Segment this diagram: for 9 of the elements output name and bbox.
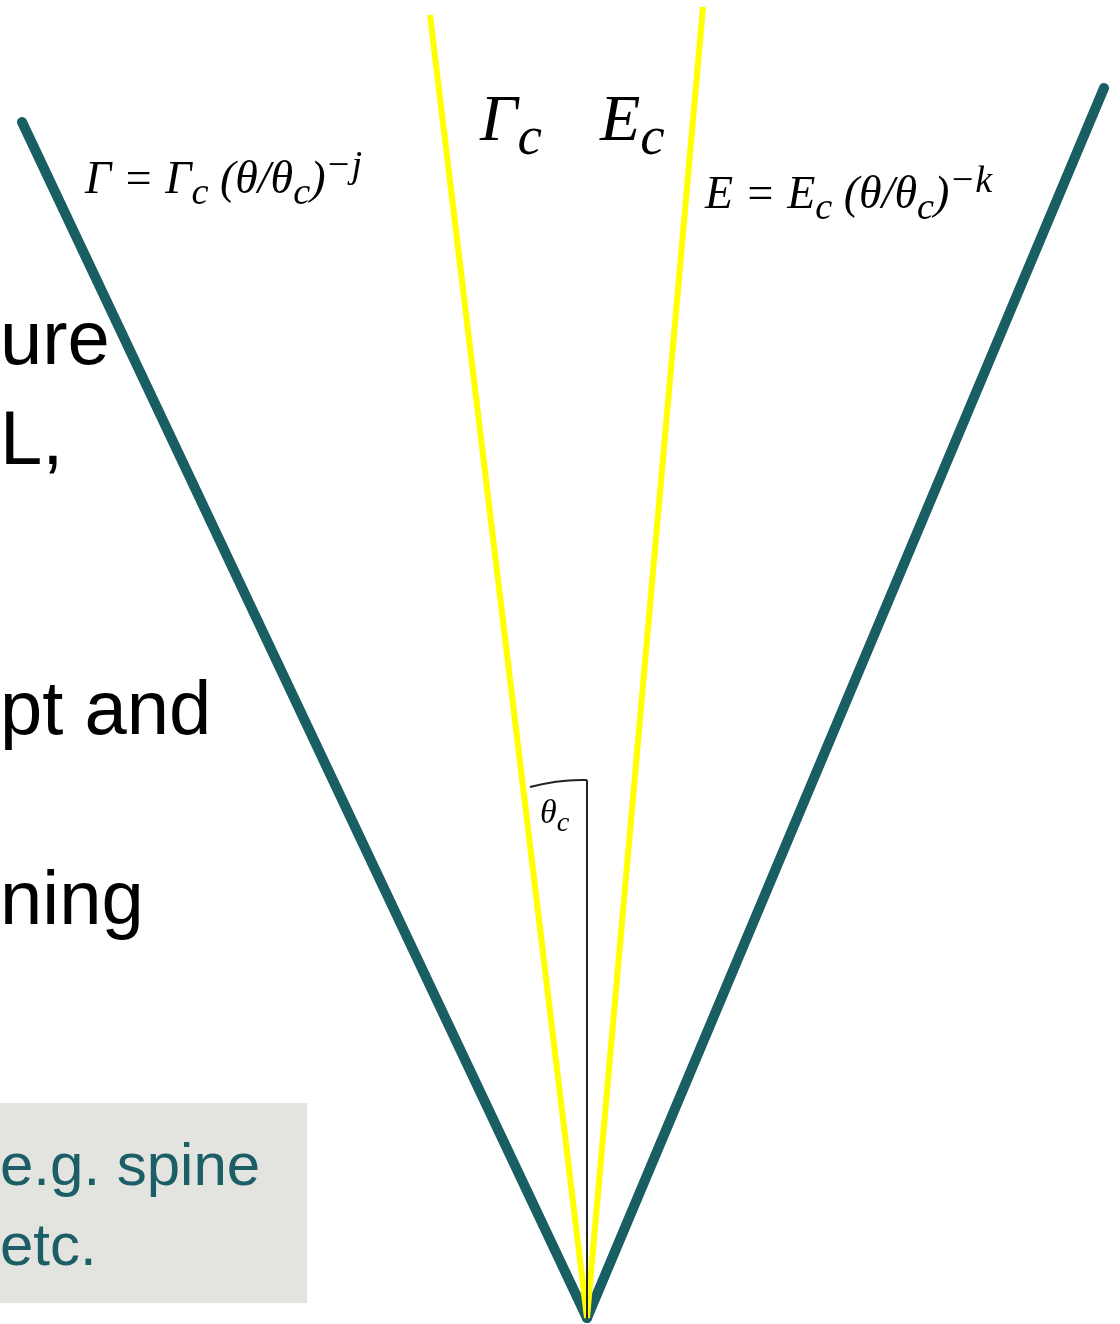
- angle-label: θ$_{c}$: [540, 795, 570, 837]
- note-box: [0, 1103, 307, 1303]
- formula: Γ = Γ$_{c}$ (θ/θ$_{c}$)$^{−j}$: [85, 145, 363, 210]
- slide-text: ure: [0, 300, 110, 376]
- formula: E = E$_{c}$ (θ/θ$_{c}$)$^{−k}$: [705, 160, 993, 225]
- symbol-label: Γ$_{c}$: [480, 85, 542, 164]
- note-text: e.g. spine etc.: [0, 1130, 262, 1280]
- symbol-label: E$_{c}$: [600, 85, 665, 164]
- slide-text: L,: [0, 400, 64, 476]
